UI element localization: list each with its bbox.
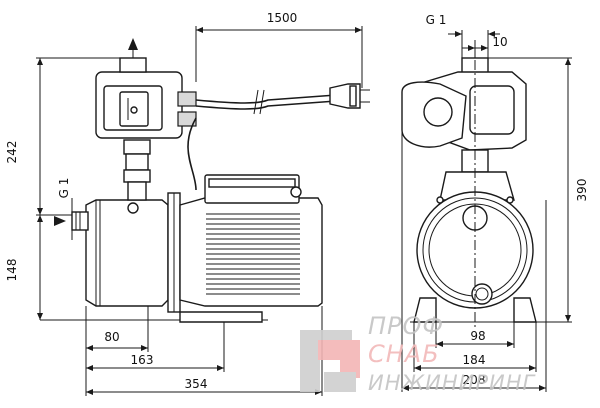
outlet-arrow-icon (128, 38, 138, 50)
power-plug (329, 83, 370, 109)
dim-98-label: 98 (470, 329, 485, 343)
pump-housing (71, 199, 169, 307)
watermark-line2: СНАБ (368, 340, 440, 368)
dim-163-label: 163 (131, 353, 154, 367)
g1-top-label: G 1 (426, 13, 447, 27)
pressure-controller (95, 57, 197, 139)
g1-side-label: G 1 (57, 178, 71, 199)
dim-1500-label: 1500 (267, 11, 298, 25)
dim-80-label: 80 (104, 330, 119, 344)
dim-184-label: 184 (463, 353, 486, 367)
watermark-line1: ПРОФ (368, 312, 444, 340)
dim-354-label: 354 (185, 377, 208, 391)
connector-pipe (123, 139, 151, 201)
watermark: ПРОФ СНАБ ИНЖИНИРИНГ (300, 312, 536, 395)
motor (179, 174, 323, 307)
dim-10-label: 10 (492, 35, 507, 49)
power-cable (187, 117, 197, 191)
inlet-arrow-icon (54, 216, 66, 226)
dim-242-label: 242 (5, 141, 19, 164)
side-view: 1500 242 148 G 1 80 163 354 (5, 11, 370, 396)
base-foot (179, 311, 263, 323)
watermark-logo-icon (300, 330, 360, 392)
front-view: G 1 10 390 98 184 208 (401, 13, 589, 392)
watermark-line3: ИНЖИНИРИНГ (368, 371, 536, 395)
front-controller (401, 57, 527, 151)
dim-390-label: 390 (575, 179, 589, 202)
dim-208-label: 208 (463, 373, 486, 387)
dim-148-label: 148 (5, 259, 19, 282)
